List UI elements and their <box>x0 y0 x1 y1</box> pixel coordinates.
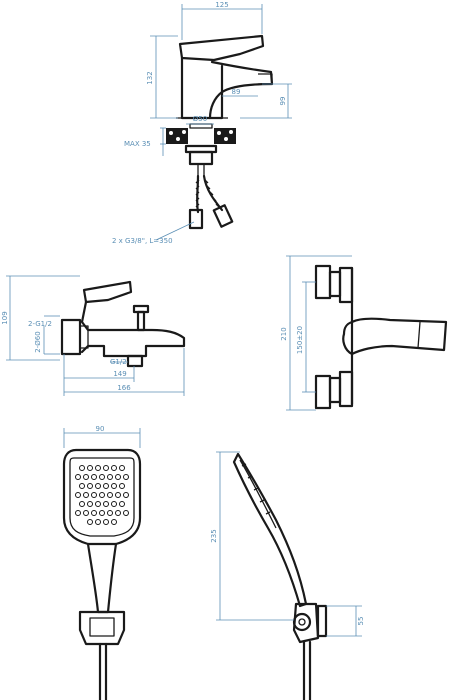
bath-mixer-side-drawing: 210 150±20 <box>280 255 448 411</box>
hand-shower-nozzles <box>75 465 129 525</box>
hand-shower-length-label: 235 <box>210 529 218 542</box>
bath-outlet-label: G1/2 <box>110 358 127 366</box>
bath-mixer-front-drawing: 109 2-G1/2 2-Ø60 G1/2 149 166 <box>1 275 186 396</box>
bath-length-label: 166 <box>117 384 131 392</box>
bath-mixer-handle <box>82 280 133 304</box>
basin-spout-height-label: 99 <box>279 97 287 106</box>
bath-reach-label: 149 <box>113 370 126 378</box>
hand-shower-holder <box>78 610 126 646</box>
bath-side-height-label: 210 <box>280 327 288 340</box>
bath-side-handle <box>342 317 448 356</box>
bath-side-centers-label: 150±20 <box>296 326 304 354</box>
bath-outlet <box>126 354 144 368</box>
basin-mixer-body <box>180 56 224 120</box>
basin-hose-fitting-left <box>188 208 204 230</box>
bath-side-eccentric-bottom <box>314 374 332 410</box>
hand-shower-side-drawing: 235 55 <box>210 451 365 700</box>
bath-wall-flange <box>60 318 82 356</box>
hand-shower-handle <box>86 542 118 614</box>
hand-shower-holder-label: 55 <box>357 617 365 626</box>
basin-diameter-label: Ø50 <box>193 115 207 123</box>
bath-mixer-body <box>80 300 186 358</box>
bath-connection-label: 2-G1/2 <box>28 320 52 328</box>
basin-height-label: 132 <box>146 71 154 84</box>
basin-mixer-spout <box>208 60 274 120</box>
hand-shower-width-label: 90 <box>96 425 105 433</box>
hand-shower-side-body <box>232 452 308 608</box>
basin-deck-label: MAX 35 <box>124 140 151 148</box>
basin-deck-section <box>166 128 236 144</box>
basin-width-label: 125 <box>215 1 228 9</box>
hand-shower-side-holder <box>292 602 320 644</box>
basin-mixer-aerator <box>258 73 273 85</box>
basin-hoses-label: 2 x G3/8", L=350 <box>112 237 173 245</box>
basin-hose-fitting-right <box>212 204 234 228</box>
basin-mixer-drawing: 125 132 89 99 Ø50 MAX 35 2 x G3/8", L=35… <box>112 1 292 245</box>
basin-reach-label: 89 <box>232 88 241 96</box>
hand-shower-front-drawing: 90 <box>62 425 142 700</box>
bath-height-label: 109 <box>1 311 9 324</box>
bath-flange-label: 2-Ø60 <box>34 331 42 352</box>
bath-side-eccentric-top <box>314 264 332 300</box>
basin-mixer-handle <box>178 34 265 62</box>
